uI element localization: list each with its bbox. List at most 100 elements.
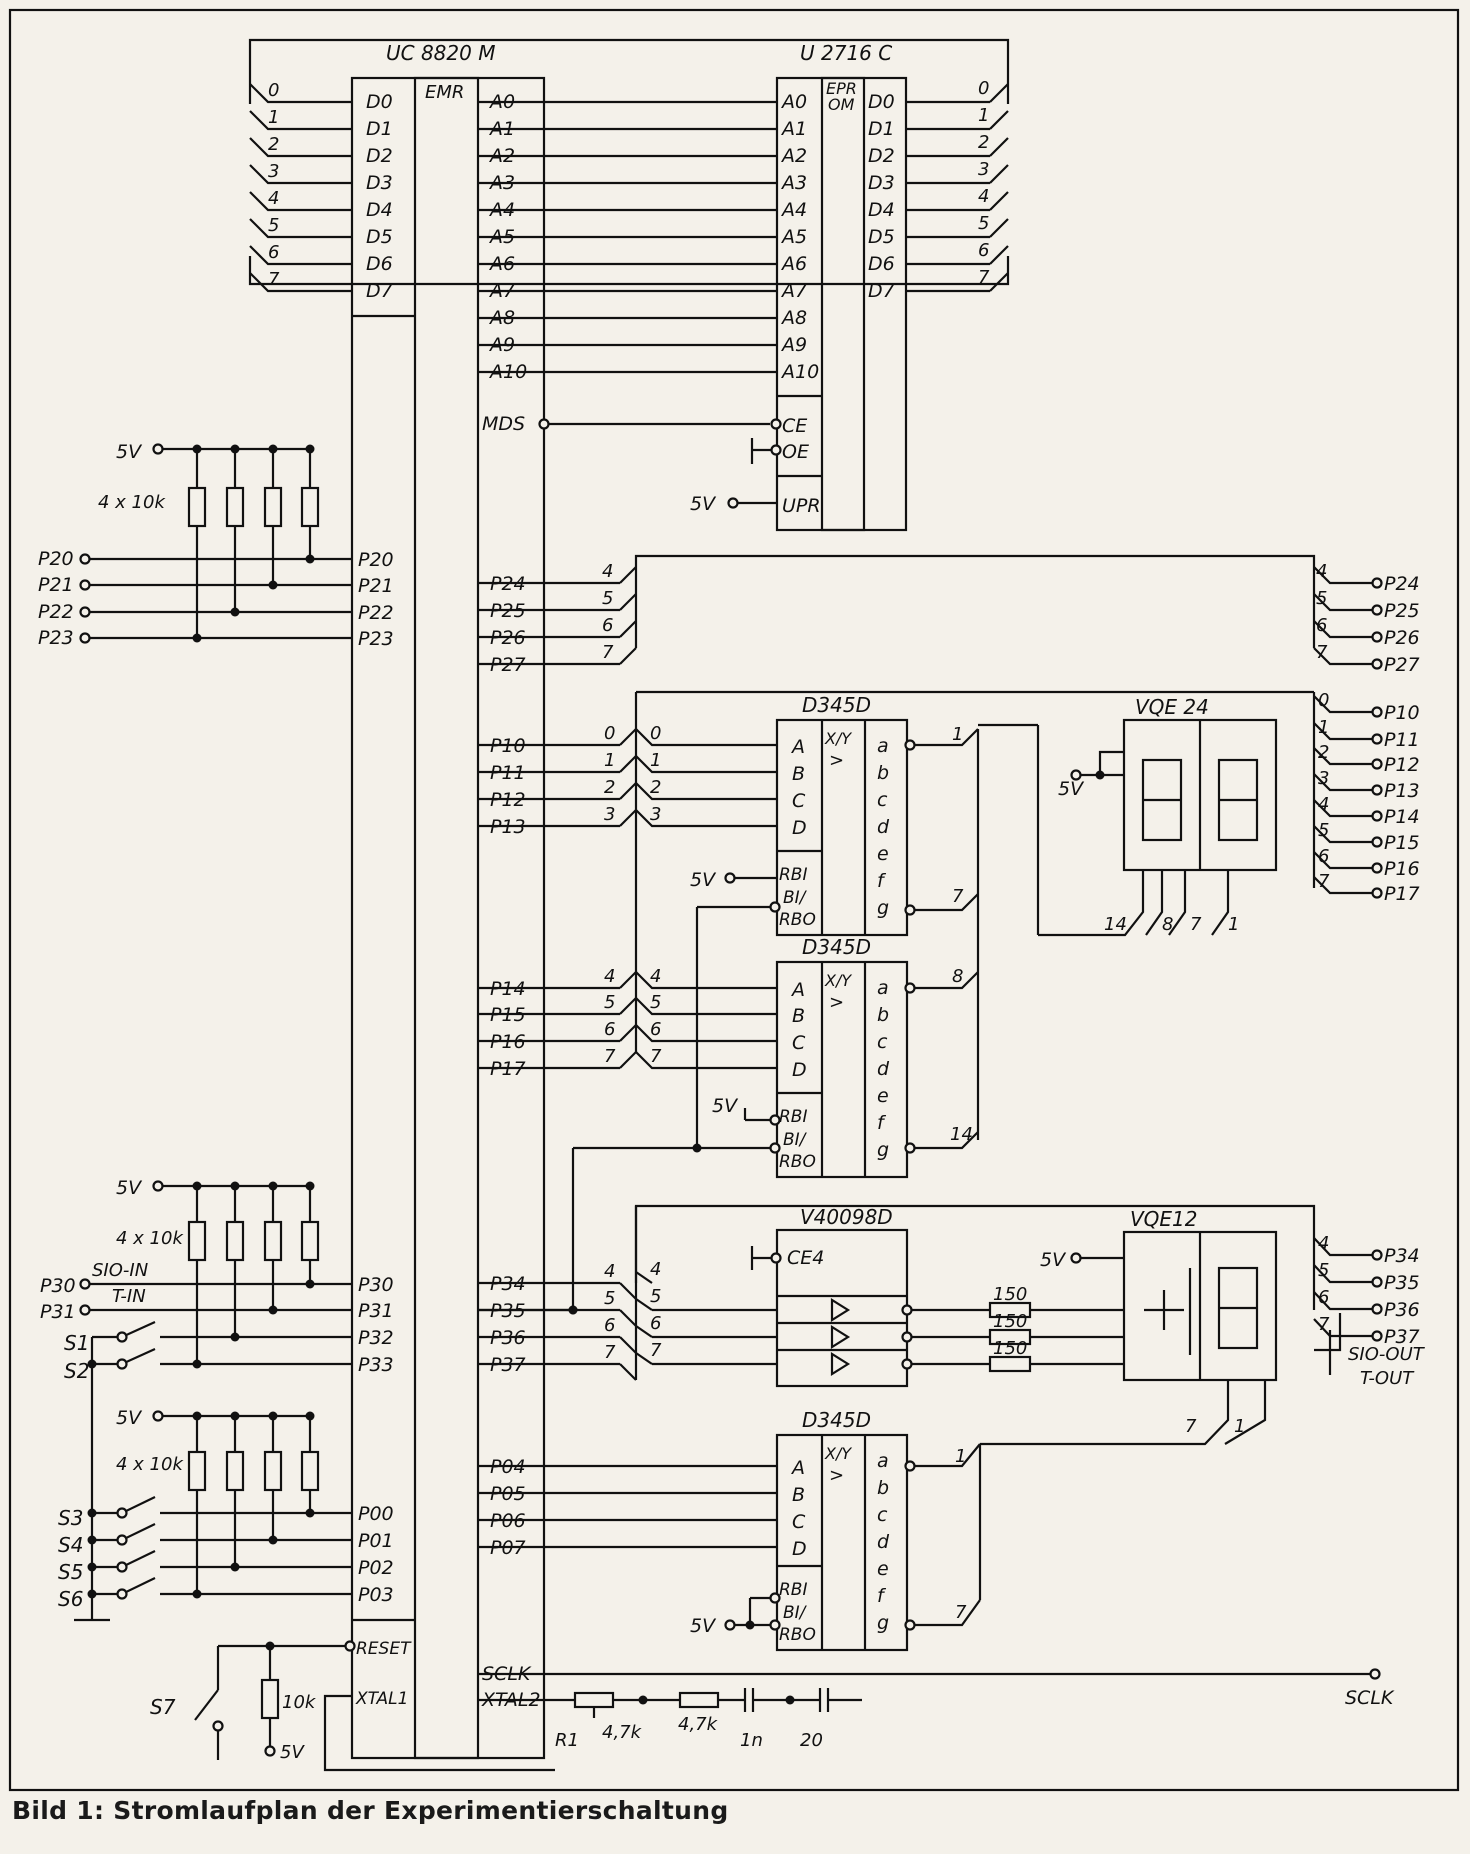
bus-bit-label: 1	[1318, 717, 1329, 738]
bus-entry	[619, 971, 637, 989]
decoder1-output-label: e	[877, 843, 889, 865]
vqe24-name-label: VQE 24	[1135, 695, 1209, 719]
bus-entry	[619, 1282, 637, 1300]
bus-entry-right	[1313, 620, 1372, 639]
oe-pin	[770, 444, 782, 456]
data-line-mcu	[249, 83, 352, 104]
digit-7seg	[1217, 758, 1259, 842]
supply-terminal	[1070, 1252, 1082, 1264]
data-line-entry	[989, 110, 1009, 130]
mcu-pin-label: D4	[366, 199, 393, 221]
data-line-entry	[989, 272, 1009, 292]
mcu-pin-label: D1	[366, 118, 393, 140]
mcu-pin-label: P35	[490, 1300, 526, 1322]
mcu-pin-label: A0	[488, 91, 515, 113]
decoder3-name-label: D345D	[802, 1408, 871, 1432]
connector-label: P36	[1384, 1299, 1420, 1321]
driver-output-pin	[901, 1331, 913, 1343]
eprom-pin-label: UPR	[782, 495, 821, 517]
port-terminal	[79, 1278, 91, 1290]
switch-label: S6	[58, 1587, 83, 1611]
junction-dot	[785, 1695, 795, 1705]
data-line-entry	[989, 191, 1009, 211]
pullup-resistor	[300, 1220, 320, 1262]
rbi-pin	[769, 1114, 781, 1126]
supply-label: 5V	[690, 493, 717, 515]
switch-contact	[116, 1534, 128, 1546]
supply-label: 5V	[116, 441, 143, 463]
segment-line	[915, 893, 979, 912]
eprom-pin-label: A7	[780, 280, 807, 302]
driver-ce-label: CE4	[787, 1247, 824, 1269]
decoder2-input-label: B	[792, 1005, 805, 1027]
vqe12-pins	[980, 1380, 1230, 1446]
eprom-pin-label: A3	[780, 172, 807, 194]
switch-lever	[121, 1523, 156, 1541]
resistor-label: 4,7k	[602, 1722, 643, 1743]
supply-label: 5V	[116, 1177, 143, 1199]
supply-label: 5V	[712, 1095, 739, 1117]
supply-label: 5V	[690, 1615, 717, 1637]
connector-terminal	[1371, 1276, 1383, 1288]
decoder2-output-label: c	[877, 1031, 888, 1053]
t-in-label: T-IN	[112, 1286, 146, 1307]
supply-terminal	[1070, 769, 1082, 781]
decoder2-inner-label: >	[829, 992, 844, 1013]
segment-line	[915, 728, 979, 747]
connector-label: P37	[1384, 1326, 1420, 1348]
connector-terminal	[1371, 1249, 1383, 1261]
mcu-pin-label: D7	[366, 280, 393, 302]
switch-lever	[121, 1577, 156, 1595]
eprom-pin-label: CE	[782, 415, 807, 437]
decoder-input	[635, 809, 777, 828]
mcu-pin-label: D6	[366, 253, 393, 275]
connector-terminal	[1371, 784, 1383, 796]
port-label: P21	[38, 574, 74, 596]
bus-entry-right	[1313, 799, 1372, 818]
data-line-mcu	[249, 164, 352, 185]
display-pin-label: 7	[1185, 1416, 1197, 1437]
ce-pin	[770, 418, 782, 430]
pullup-resistor	[263, 1220, 283, 1262]
bus-entry-right	[1313, 722, 1372, 741]
bus-bit-label: 5	[650, 992, 661, 1013]
bus-bit-label: 6	[1316, 615, 1327, 636]
decoder2-output-label: a	[877, 977, 889, 999]
display-pin	[1145, 870, 1164, 936]
bus-bit-label: 7	[602, 642, 614, 663]
mcu-pin-label: P14	[490, 978, 526, 1000]
data-bus-frame-bottom	[248, 256, 1010, 286]
connector-terminal	[1371, 862, 1383, 874]
data-line-mcu	[249, 137, 352, 158]
eprom-pin-label: D1	[868, 118, 895, 140]
bus-entry-right	[1313, 876, 1372, 895]
decoder2-output-label: b	[877, 1004, 889, 1026]
bus-entry	[619, 566, 637, 584]
port-label: P30	[40, 1275, 76, 1297]
bus-entry	[619, 728, 637, 746]
bus-entry	[619, 782, 637, 800]
pullup-resistor	[263, 1450, 283, 1492]
digit-7seg	[1141, 758, 1183, 842]
decoder1-inner-label: X/Y	[824, 729, 852, 748]
buffer-triangle-icon	[830, 1325, 851, 1349]
bus-bit-label: 2	[978, 132, 989, 153]
supply-label: 5V	[116, 1407, 143, 1429]
bus-bit-label: 3	[978, 159, 989, 180]
connector-label: P24	[1384, 573, 1420, 595]
resistor-label: 10k	[282, 1692, 317, 1713]
upr-supply-terminal	[727, 497, 739, 509]
switch-lever	[121, 1347, 156, 1366]
bus-entry-right	[1313, 593, 1372, 612]
bus-entry-right	[1313, 647, 1372, 666]
data-line-mcu	[249, 218, 352, 239]
bus-bit-label: 4	[602, 561, 613, 582]
bus-entry	[635, 1325, 653, 1338]
bus-bit-label: 7	[1318, 1314, 1330, 1335]
decoder1-output-label: g	[877, 897, 889, 919]
supply-terminal	[152, 1410, 164, 1422]
bus-bit-label: 3	[1318, 768, 1329, 789]
vqe12-pin	[1224, 1380, 1267, 1445]
switch-label: S7	[150, 1695, 176, 1719]
display-pins	[1038, 870, 1145, 937]
